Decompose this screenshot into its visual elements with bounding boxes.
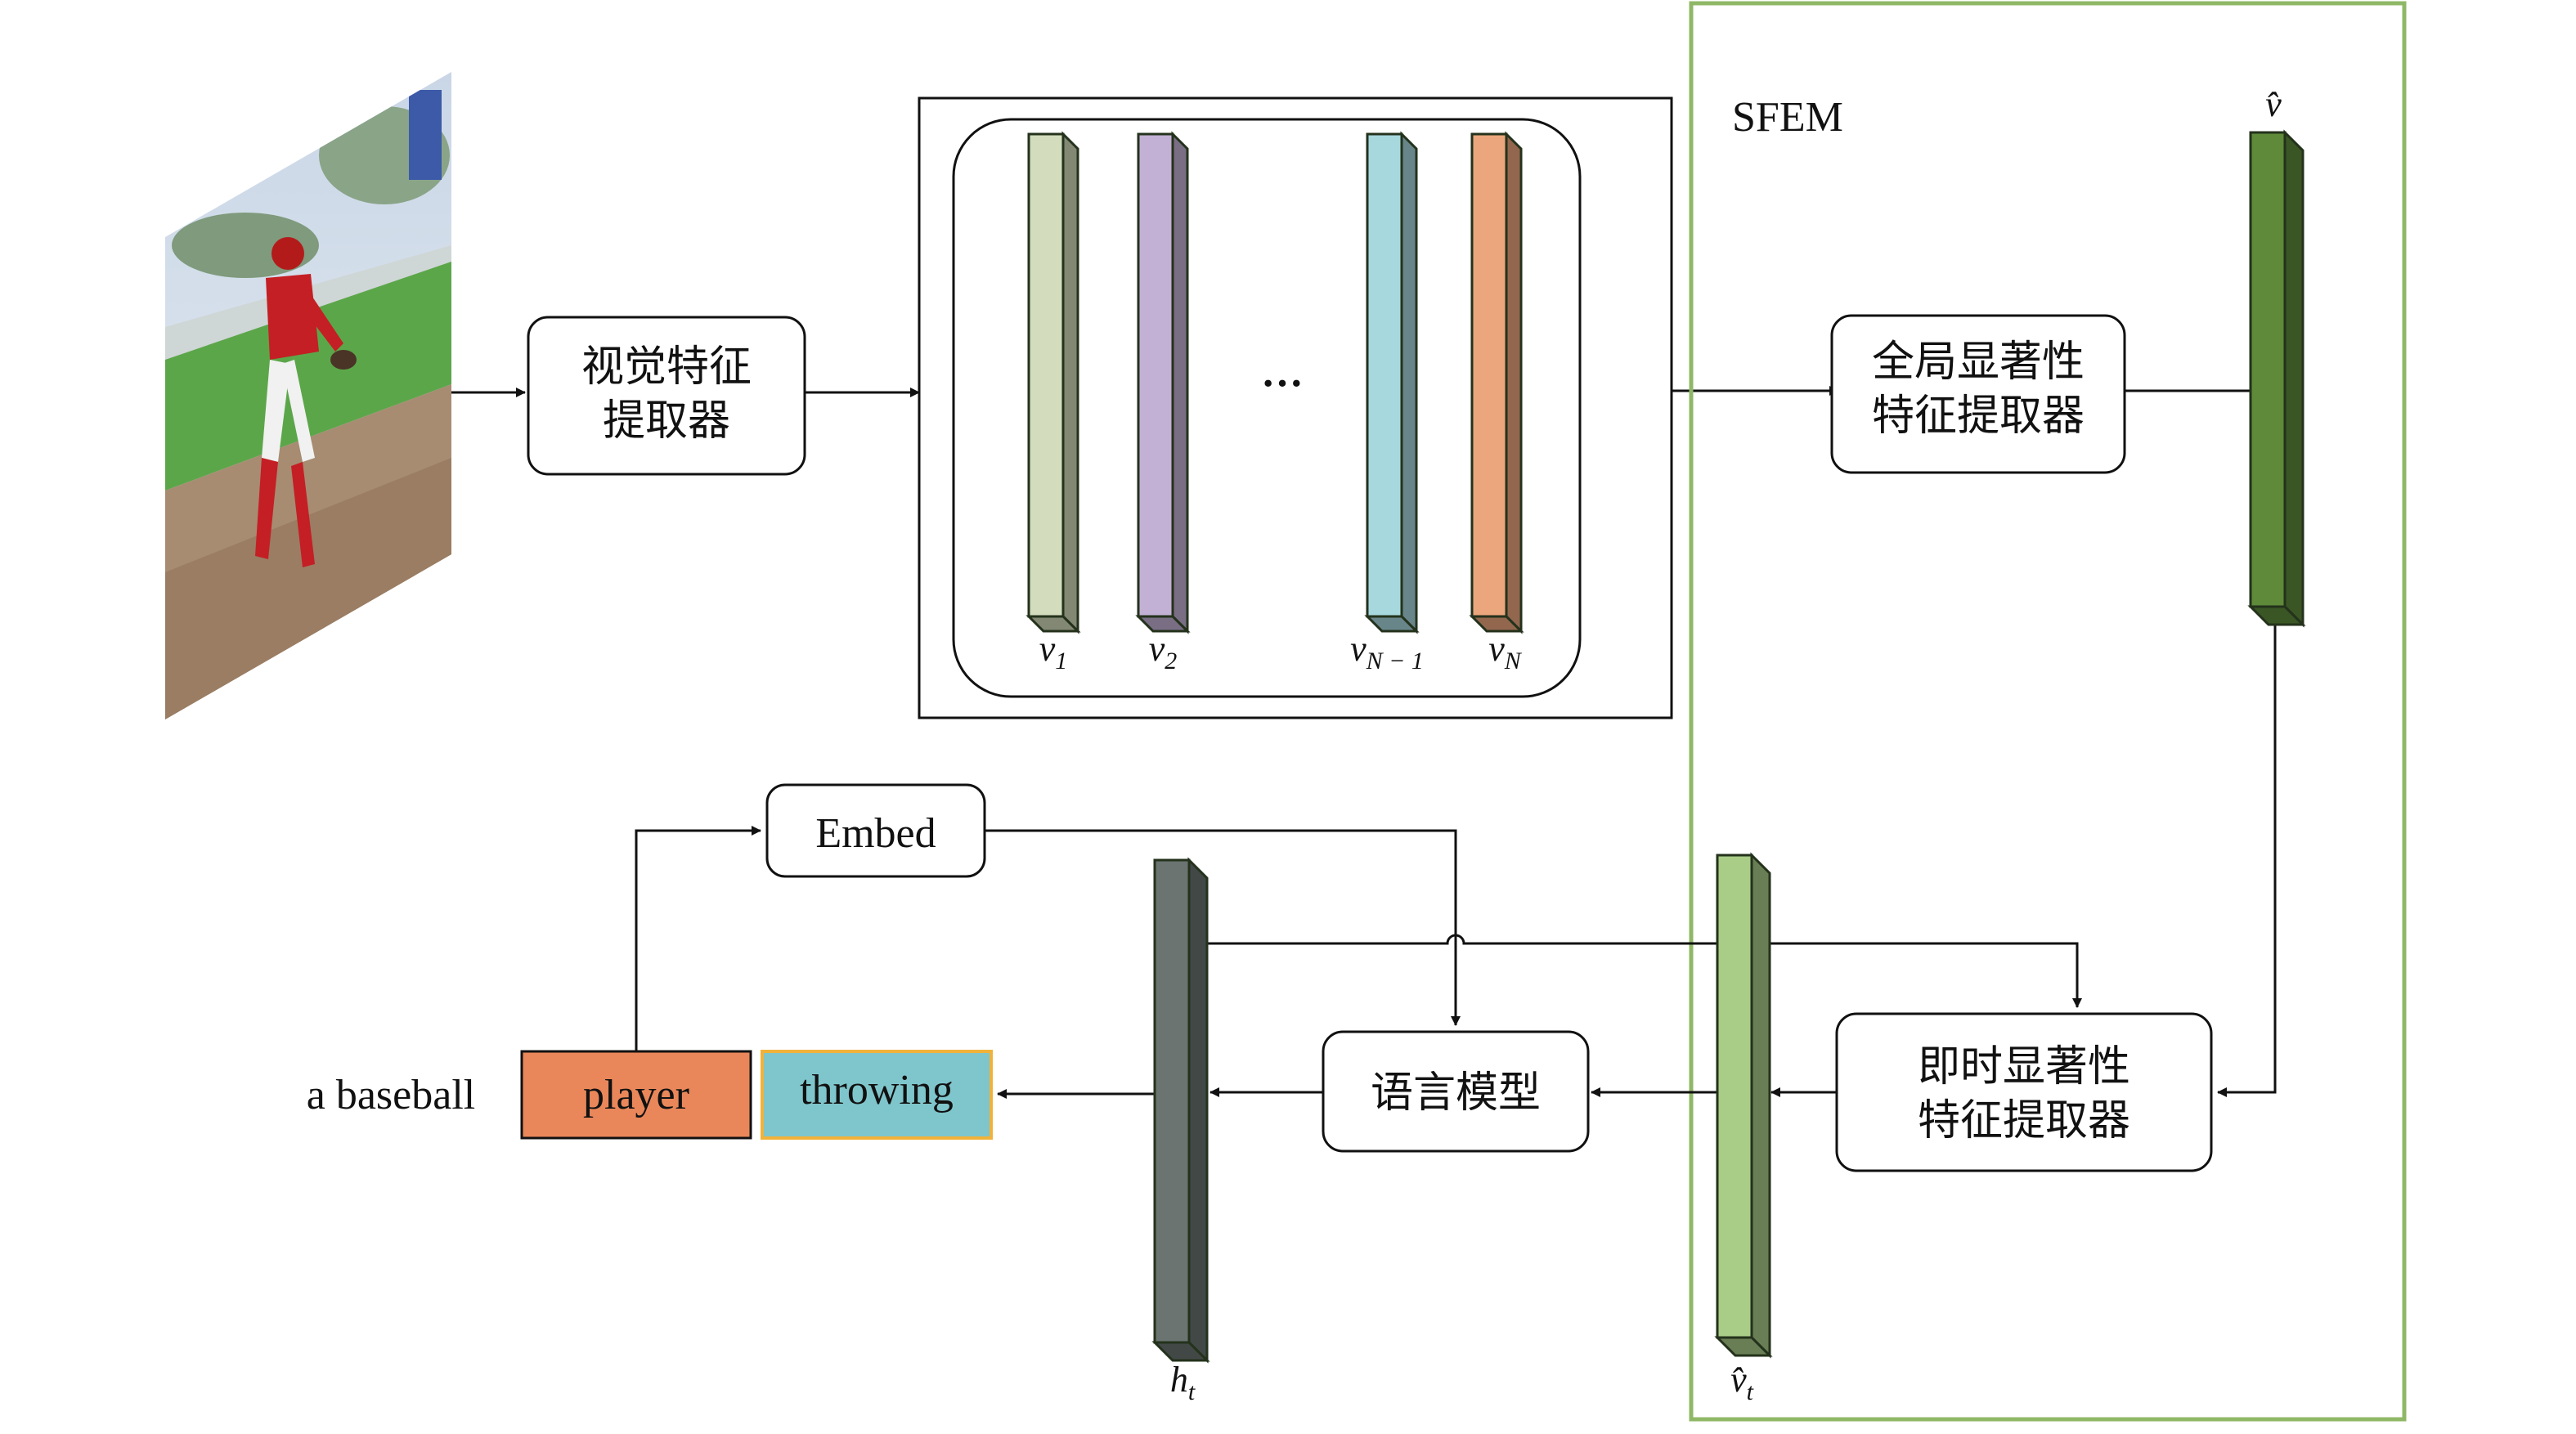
feature-bar-v2 <box>1135 131 1191 634</box>
label-vN-minus-1: vN − 1 <box>1350 629 1424 674</box>
feature-bar-vN <box>1469 131 1524 634</box>
visual-feature-extractor: 视觉特征 提取器 <box>527 316 806 476</box>
arrow-ht-to-instant <box>1205 934 2082 1008</box>
embed-box: Embed <box>765 783 986 878</box>
embed-label: Embed <box>815 810 936 857</box>
caption-word-throwing-box <box>761 1050 993 1140</box>
instant-salient-line1: 即时显著性 <box>1918 1042 2130 1091</box>
label-v-hat: v̂ <box>2265 84 2282 124</box>
feature-bar-v-hat <box>2247 129 2306 628</box>
feature-bars-module <box>1151 129 2306 1364</box>
global-salient-line1: 全局显著性 <box>1872 338 2085 387</box>
label-v1: v1 <box>1039 629 1068 674</box>
feature-bars <box>1025 131 1524 634</box>
language-model-label: 语言模型 <box>1371 1069 1541 1118</box>
language-model: 语言模型 <box>1322 1030 1590 1153</box>
features-ellipsis: ··· <box>1261 361 1304 407</box>
sfem-label: SFEM <box>1732 94 1843 141</box>
caption-prefix: a baseball <box>307 1072 475 1118</box>
label-vt-hat: v̂t <box>1730 1360 1754 1405</box>
global-salient-feature-extractor: 全局显著性 特征提取器 <box>1830 314 2126 474</box>
label-vN: vN <box>1488 629 1523 674</box>
sfem-module-border <box>1689 1 2407 1422</box>
feature-bar-v1 <box>1025 131 1081 634</box>
feature-bar-vt-hat <box>1714 852 1773 1359</box>
feature-bar-ht <box>1151 857 1210 1364</box>
arrow-embed-to-language-model <box>985 829 1461 1026</box>
caption-word-throwing: throwing <box>800 1067 954 1114</box>
label-v2: v2 <box>1149 629 1178 674</box>
arrow-player-to-embed <box>635 826 761 1051</box>
caption-word-player: player <box>583 1072 689 1118</box>
feature-bar-vN-minus-1 <box>1364 131 1420 634</box>
label-ht: ht <box>1170 1360 1196 1405</box>
arrow-vhat-to-instant <box>2217 621 2277 1097</box>
caption-word-player-box <box>520 1050 752 1140</box>
instant-salient-line2: 特征提取器 <box>1918 1096 2130 1145</box>
input-image <box>165 72 451 719</box>
global-salient-line2: 特征提取器 <box>1872 392 2085 441</box>
visual-extractor-line2: 提取器 <box>603 397 730 446</box>
visual-extractor-line1: 视觉特征 <box>581 343 752 392</box>
instant-salient-feature-extractor: 即时显著性 特征提取器 <box>1835 1012 2213 1172</box>
